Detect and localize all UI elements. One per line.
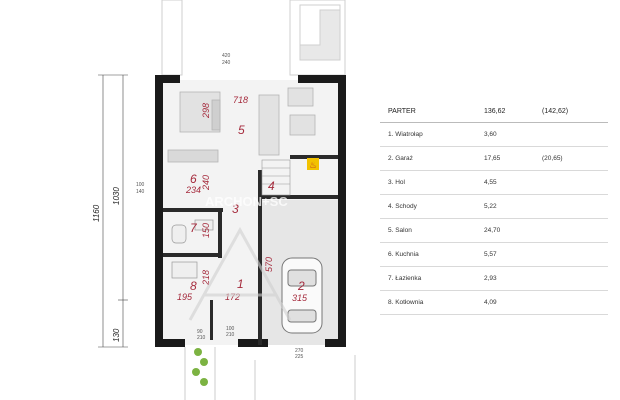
- fireplace-flame: ♨: [309, 160, 317, 170]
- table-row: 5. Salon 24,70: [380, 219, 608, 243]
- plants: [192, 348, 208, 386]
- room-8-height: 218: [201, 270, 211, 286]
- room-7-number: 7: [190, 221, 198, 235]
- room-6-height: 240: [201, 175, 211, 191]
- row-name: 3. Hol: [388, 179, 405, 186]
- row-name: 1. Wiatrołap: [388, 131, 423, 138]
- stairs: [261, 159, 291, 196]
- dimension-lines: [98, 74, 128, 348]
- row-area2: (20,65): [542, 155, 563, 162]
- room-8-number: 8: [190, 279, 197, 293]
- row-area: 5,57: [484, 251, 497, 258]
- row-name: 7. Łazienka: [388, 275, 422, 282]
- table-row: 4. Schody 5,22: [380, 195, 608, 219]
- header-area2: (142,62): [542, 108, 569, 115]
- room-5-width: 718: [233, 95, 248, 105]
- table-row: 7. Łazienka 2,93: [380, 267, 608, 291]
- table-row: 3. Hol 4,55: [380, 171, 608, 195]
- room-8-width: 195: [177, 292, 193, 302]
- watermark-stamp: [188, 226, 292, 321]
- room-1-number: 1: [237, 277, 244, 291]
- row-area: 4,55: [484, 179, 497, 186]
- label-door-front-sub: 210: [226, 332, 235, 338]
- row-name: 4. Schody: [388, 203, 417, 210]
- room-2-size: 315: [292, 293, 308, 303]
- label-side-opening-sub: 140: [136, 189, 145, 195]
- room-5-number: 5: [238, 123, 245, 137]
- watermark: ARCHON+SC: [205, 194, 288, 209]
- table-row: 1. Wiatrołap 3,60: [380, 123, 608, 147]
- row-name: 5. Salon: [388, 227, 412, 234]
- row-area: 5,22: [484, 203, 497, 210]
- row-name: 8. Kotłownia: [388, 299, 424, 306]
- row-area: 4,09: [484, 299, 497, 306]
- entrance-path: [184, 347, 356, 400]
- terrace-outline: [161, 0, 346, 76]
- table-row: 6. Kuchnia 5,57: [380, 243, 608, 267]
- area-table: PARTER 136,62 (142,62) 1. Wiatrołap 3,60…: [380, 100, 608, 315]
- row-area: 17,65: [484, 155, 501, 162]
- floor-plan: ♨ 1160 1030 130 420 240 100 140 90 210 1…: [92, 0, 356, 400]
- label-garage-door-sub: 225: [295, 354, 304, 360]
- row-name: 6. Kuchnia: [388, 251, 419, 258]
- label-garage-side: 570: [264, 257, 274, 272]
- label-garage-door: 270: [295, 348, 304, 354]
- label-door-front: 100: [226, 326, 235, 332]
- interior-walls: [163, 155, 338, 345]
- header-area: 136,62: [484, 108, 506, 115]
- row-name: 2. Garaż: [388, 155, 413, 162]
- room-2-number: 2: [297, 279, 305, 293]
- bathroom-fixtures: [171, 219, 214, 279]
- room-1-size: 172: [225, 292, 240, 302]
- row-area: 2,93: [484, 275, 497, 282]
- label-top-opening: 420: [222, 53, 231, 59]
- table-header: PARTER 136,62 (142,62): [380, 100, 608, 123]
- label-top-opening-sub: 240: [222, 60, 231, 66]
- label-door-small: 90: [197, 329, 203, 335]
- room-3-number: 3: [232, 202, 239, 216]
- room-6-width: 234: [185, 185, 201, 195]
- exterior-walls: [155, 75, 346, 347]
- room-4-number: 4: [268, 179, 275, 193]
- table-row: 2. Garaż 17,65 (20,65): [380, 147, 608, 171]
- room-6-number: 6: [190, 172, 197, 186]
- fireplace-icon: [307, 158, 319, 170]
- dim-bottom-height: 130: [112, 328, 121, 342]
- row-area: 24,70: [484, 227, 501, 234]
- room-5-height: 298: [201, 103, 211, 119]
- label-side-opening: 100: [136, 182, 145, 188]
- dim-main-height: 1030: [112, 187, 121, 205]
- dim-total-height: 1160: [92, 204, 101, 222]
- header-name: PARTER: [388, 108, 416, 115]
- salon-furniture: [167, 87, 316, 163]
- label-door-small-sub: 210: [197, 335, 206, 341]
- room-7-height: 150: [201, 223, 211, 238]
- table-row: 8. Kotłownia 4,09: [380, 291, 608, 315]
- row-area: 3,60: [484, 131, 497, 138]
